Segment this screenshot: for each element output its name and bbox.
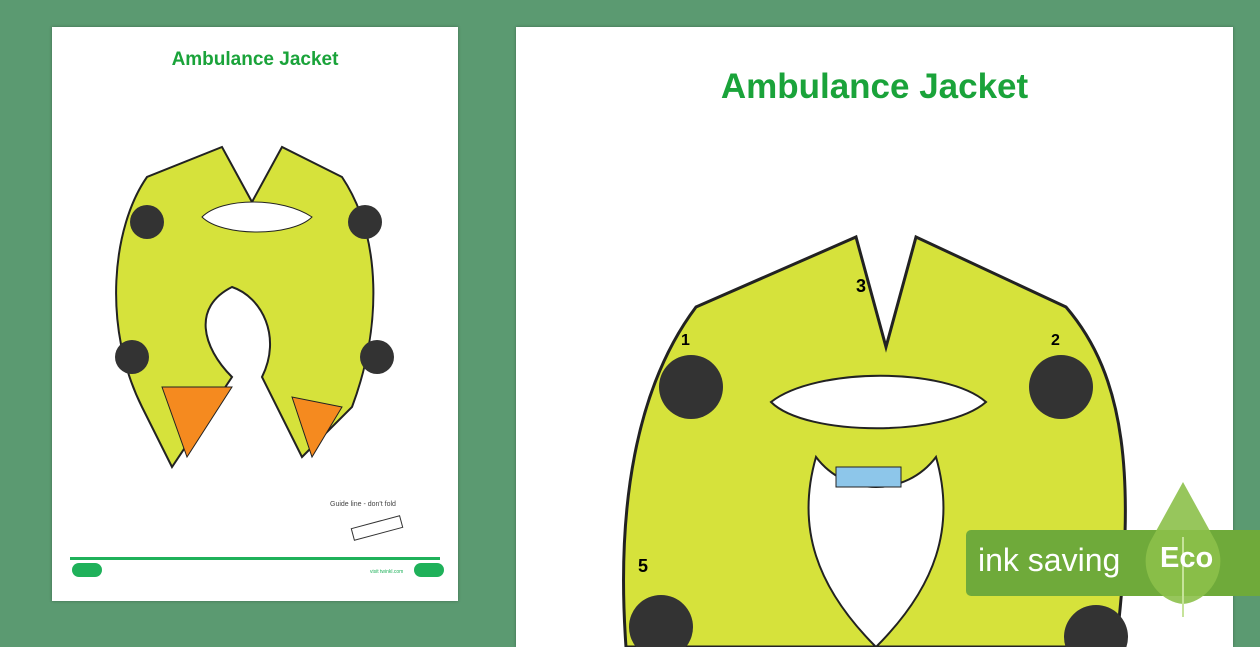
tab-number-3: 3 xyxy=(856,276,866,296)
small-page-preview[interactable]: Ambulance Jacket Guide line - don't fold… xyxy=(52,27,458,601)
ink-saving-text: ink saving xyxy=(978,542,1121,578)
footer-divider xyxy=(70,557,440,560)
page-title: Ambulance Jacket xyxy=(171,49,339,70)
tab-number-2: 2 xyxy=(1051,332,1060,349)
leaf-icon xyxy=(1145,482,1221,617)
twinkl-logo xyxy=(72,563,102,577)
ambulance-jacket-illustration xyxy=(115,145,404,541)
tab-number-1: 1 xyxy=(681,332,690,349)
twinkl-badge-icon xyxy=(414,563,444,577)
footer-link: visit twinkl.com xyxy=(370,569,404,575)
tab-number-5: 5 xyxy=(638,556,648,576)
guide-line-label: Guide line - don't fold xyxy=(330,501,396,508)
page-title: Ambulance Jacket xyxy=(720,67,1029,106)
eco-label: Eco xyxy=(1160,542,1214,574)
